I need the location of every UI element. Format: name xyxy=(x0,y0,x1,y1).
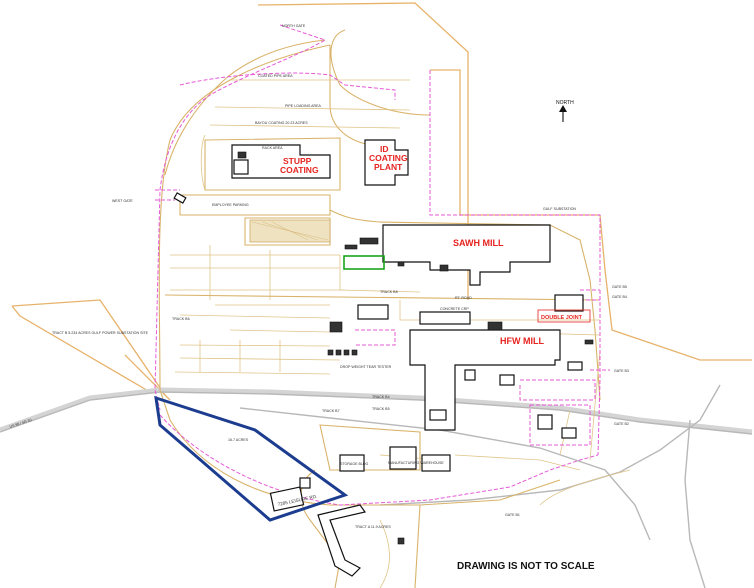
sawh-mill-building xyxy=(382,224,551,286)
north-arrow: NORTH xyxy=(556,100,574,122)
stupp-coating-building xyxy=(231,144,331,179)
gulf-substation-label: GULF SUBSTATION xyxy=(543,207,576,211)
drop-weight-label: DROP WEIGHT TEAR TESTER xyxy=(340,365,392,369)
security-fence xyxy=(154,24,610,506)
gate-b3-label: GATE B3 xyxy=(614,369,629,373)
pipe-loading-label: PIPE LOADING AREA xyxy=(285,104,322,108)
coating-label: COATING xyxy=(280,165,319,175)
track-b5-label: TRACK B5 xyxy=(372,407,390,411)
track-b4-label: TRACK B4 xyxy=(372,395,390,399)
storage-bldg-label: STORAGE BLDG xyxy=(340,462,368,466)
gate-b1-label: GATE B1 xyxy=(505,513,520,517)
facility-labels: STUPP COATING ID COATING PLANT SAWH MILL… xyxy=(280,144,583,346)
double-joint-frame xyxy=(537,309,591,323)
west-gate-label: WEST GATE xyxy=(112,199,133,203)
tract-a-label: TRACT A 11.9 ACRES xyxy=(355,525,391,529)
track-b8-label: TRACK B8 xyxy=(380,290,398,294)
gate-b4-label: GATE B4 xyxy=(612,295,627,299)
id-coating-label: COATING xyxy=(369,153,408,163)
coated-pipe-label: COATED PIPE AREA xyxy=(258,74,293,78)
scale-note: DRAWING IS NOT TO SCALE xyxy=(457,561,595,572)
employee-parking-label: EMPLOYEE PARKING xyxy=(212,203,249,207)
tract-a-building xyxy=(317,504,367,577)
hfw-mill-label: HFW MILL xyxy=(500,336,544,346)
rack-area-label: RACK AREA xyxy=(262,146,283,150)
acres-16-label: 16.7 ACRES xyxy=(228,438,249,442)
id-coating-plant-building xyxy=(364,139,409,186)
double-joint-label: DOUBLE JOINT xyxy=(541,315,583,321)
rt-road-label: RT. ROAD xyxy=(455,296,472,300)
bayou-area-label: BAYOU COATING 20.23 ACRES xyxy=(255,121,308,125)
map-labels: NORTH GATE COATED PIPE AREA PIPE LOADING… xyxy=(9,24,629,529)
sawh-mill-label: SAWH MILL xyxy=(453,238,504,248)
concrete-label: CONCRETE CRP xyxy=(440,307,469,311)
tract-b-label: TRACT B 5.234 ACRES GULF POWER SUBSTATIO… xyxy=(52,331,149,335)
manufacturing-warehouse xyxy=(389,446,417,470)
highway-label: US 98 / SR 30 xyxy=(9,418,32,429)
id-plant-label: PLANT xyxy=(374,162,403,172)
stupp-label: STUPP xyxy=(283,156,312,166)
north-label: NORTH xyxy=(556,100,574,106)
track-b7-label: TRACK B7 xyxy=(322,409,340,413)
gate-b5-label: GATE B5 xyxy=(612,285,627,289)
property-boundary xyxy=(11,2,752,401)
gate-b2-label: GATE B2 xyxy=(614,422,629,426)
track-b6-label: TRACK B6 xyxy=(172,317,190,321)
id-label: ID xyxy=(380,144,389,154)
rail-corridor xyxy=(0,384,753,588)
storage-bldg xyxy=(339,454,365,472)
manufacturing-label: MANUFACTURING WAREHOUSE xyxy=(388,461,444,465)
highlighted-parcel-16-7-acres[interactable] xyxy=(154,395,349,522)
highlighted-small-parcel[interactable] xyxy=(343,255,385,270)
leisure-rd-building xyxy=(269,486,305,512)
hfw-mill-building xyxy=(409,329,561,431)
buildings xyxy=(173,139,594,577)
north-gate-label: NORTH GATE xyxy=(282,24,306,28)
roads xyxy=(158,29,631,588)
